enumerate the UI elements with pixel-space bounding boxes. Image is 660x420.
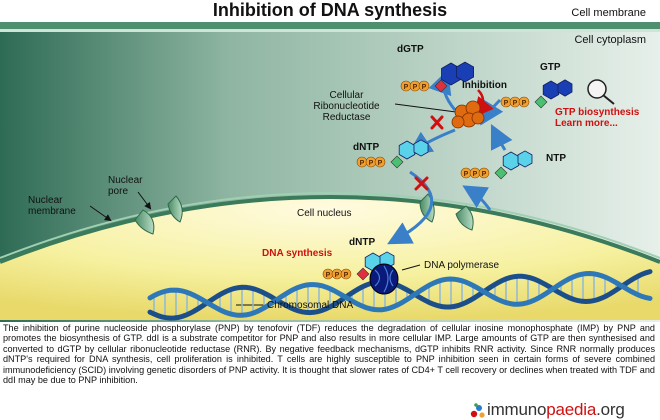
base-hexagon (517, 150, 533, 168)
gtp-label: GTP (540, 62, 561, 73)
phosphate-letter: P (422, 84, 427, 91)
phosphate-letter: P (369, 160, 374, 167)
phosphate-letter: P (504, 100, 509, 107)
phosphate-letter: P (473, 171, 478, 178)
cytoplasm-inflow-arrow (462, 185, 492, 211)
nuclear-pore-left (134, 195, 183, 235)
base-hexagon (455, 61, 475, 83)
magnifier-icon[interactable] (587, 79, 615, 105)
ribonucleotide-reductase-label: Cellular Ribonucleotide Reductase (313, 90, 380, 123)
inhibition-cross-nucleus (414, 176, 429, 191)
nuclear-membrane-pointer (89, 205, 112, 222)
nuclear-pore-pointer (137, 191, 152, 210)
sugar-shape (534, 95, 548, 109)
phosphate-letter: P (482, 171, 487, 178)
ntp-to-nucleus-arrow (387, 170, 434, 245)
phosphate-group (340, 268, 352, 280)
logo-text-pre: immuno (487, 400, 547, 419)
logo-text-post: .org (596, 400, 625, 419)
phosphate-letter: P (378, 160, 383, 167)
logo-text: immunopaedia.org (487, 400, 625, 420)
cell-nucleus-label: Cell nucleus (297, 208, 352, 219)
dna-strand-b (147, 270, 653, 318)
nuclear-membrane-line (0, 195, 660, 264)
cell-membrane-label: Cell membrane (571, 7, 646, 19)
chromosomal-dna-helix (147, 269, 653, 321)
base-hexagon (502, 151, 520, 171)
caption-text: The inhibition of purine nucleoside phos… (3, 323, 655, 386)
cell-membrane-band (0, 22, 660, 29)
inhibition-cross-rnr (430, 115, 444, 130)
dna-polymerase-enzyme (369, 263, 399, 295)
phosphate-letter: P (413, 84, 418, 91)
inhibition-label: Inhibition (462, 80, 507, 91)
immunopaedia-logo[interactable]: immunopaedia.org (470, 400, 656, 420)
base-hexagon (542, 80, 560, 100)
dna-strand-a (147, 269, 653, 321)
phosphate-letter: P (464, 171, 469, 178)
sugar-shape (434, 79, 448, 93)
dntp-label-nucleus: dNTP (349, 237, 376, 248)
ntp-label: NTP (546, 153, 566, 164)
phosphate-group (518, 96, 530, 108)
sugar-shape (356, 267, 370, 281)
phosphate-letter: P (513, 100, 518, 107)
sugar-shape (494, 166, 508, 180)
caption-background (0, 322, 660, 420)
ribonucleotide-reductase-enzyme (451, 100, 485, 129)
ntp-to-rnr-arrow (490, 123, 513, 151)
dna-polymerase-label: DNA polymerase (424, 260, 500, 271)
phosphate-letter: P (335, 272, 340, 279)
chromosomal-dna-label: Chromosomal DNA (267, 300, 354, 311)
logo-molecule-icon (470, 403, 485, 418)
diagram-title: Inhibition of DNA synthesis (212, 0, 448, 20)
dna-synthesis-label: DNA synthesis (262, 248, 333, 259)
phosphate-group (478, 167, 490, 179)
cell-cytoplasm-label: Cell cytoplasm (574, 34, 646, 46)
dgtp-label: dGTP (397, 44, 424, 55)
gtp-biosynthesis-link[interactable]: GTP biosynthesis Learn more... (555, 107, 640, 129)
logo-text-mid: paedia (546, 400, 597, 419)
dna-polymerase-pointer (401, 264, 421, 271)
phosphate-letter: P (326, 272, 331, 279)
base-hexagon (557, 79, 573, 97)
phosphate-letter: P (360, 160, 365, 167)
sugar-shape (390, 155, 404, 169)
nuclear-membrane-label: Nuclear membrane (28, 195, 76, 217)
phosphate-letter: P (404, 84, 409, 91)
phosphate-letter: P (344, 272, 349, 279)
base-hexagon (398, 140, 416, 160)
dntp-label-cytoplasm: dNTP (353, 142, 380, 153)
phosphate-group (374, 156, 386, 168)
nuclear-pore-label: Nuclear pore (108, 175, 143, 197)
base-hexagon (413, 139, 429, 157)
phosphate-group (418, 80, 430, 92)
phosphate-letter: P (522, 100, 527, 107)
rnr-pointer (394, 103, 457, 113)
